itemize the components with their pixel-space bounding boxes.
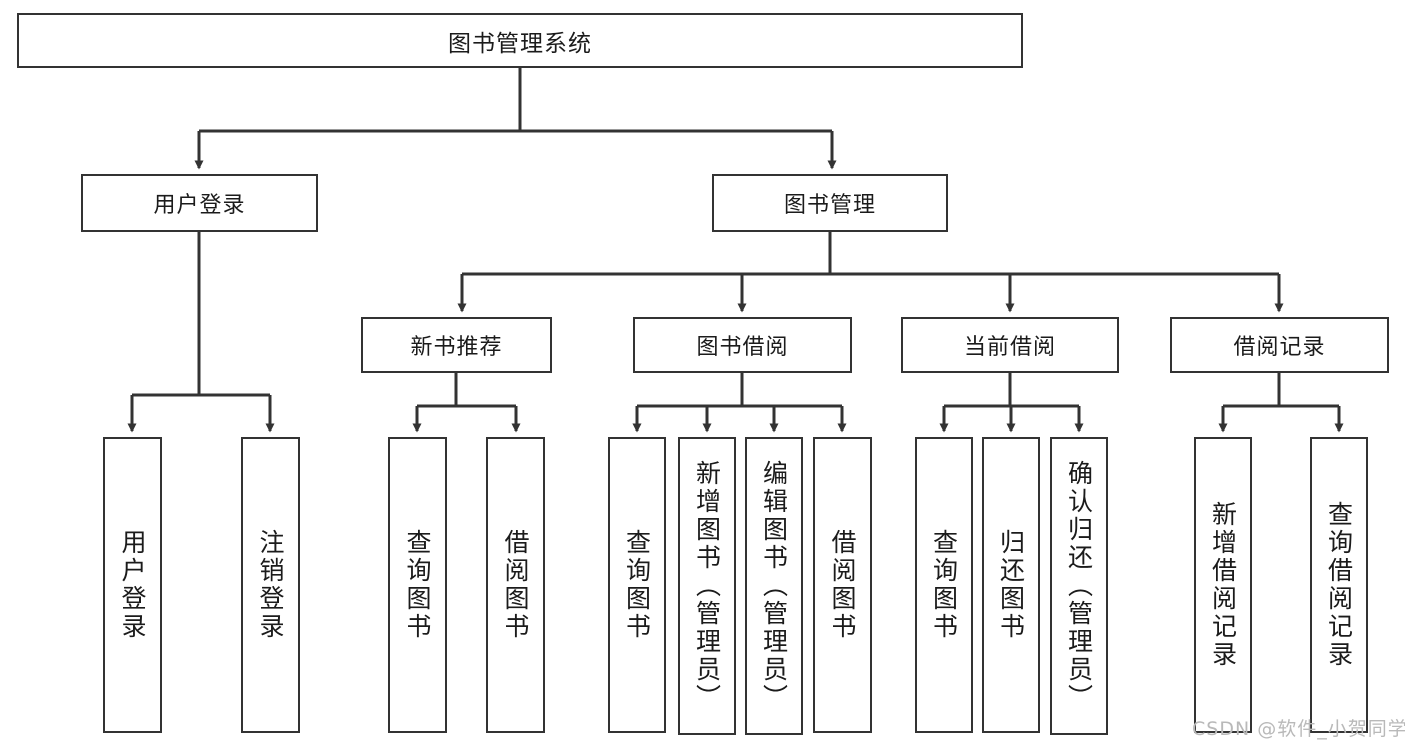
node-root-system[interactable]: 图书管理系统 bbox=[17, 13, 1023, 68]
leaf-edit-book-admin[interactable]: 编辑图书（管理员） bbox=[745, 437, 803, 735]
leaf-add-book-admin[interactable]: 新增图书（管理员） bbox=[678, 437, 736, 735]
leaf-confirm-return-admin-label: 确认归还（管理员） bbox=[1064, 460, 1094, 712]
node-borrow-record[interactable]: 借阅记录 bbox=[1170, 317, 1389, 373]
leaf-user-login[interactable]: 用户登录 bbox=[103, 437, 162, 733]
node-book-management-label: 图书管理 bbox=[783, 193, 876, 218]
node-root-label: 图书管理系统 bbox=[448, 30, 592, 57]
leaf-borrow-book-recommend-label: 借阅图书 bbox=[501, 529, 530, 641]
leaf-query-book-recommend-label: 查询图书 bbox=[403, 529, 432, 641]
leaf-logout-login-label: 注销登录 bbox=[256, 529, 285, 641]
leaf-add-book-admin-label: 新增图书（管理员） bbox=[692, 460, 722, 712]
leaf-query-book-current[interactable]: 查询图书 bbox=[915, 437, 973, 733]
node-user-login[interactable]: 用户登录 bbox=[81, 174, 318, 232]
node-borrow-record-label: 借阅记录 bbox=[1233, 335, 1326, 360]
leaf-borrow-book[interactable]: 借阅图书 bbox=[813, 437, 872, 733]
leaf-borrow-book-recommend[interactable]: 借阅图书 bbox=[486, 437, 545, 733]
node-new-book-recommend[interactable]: 新书推荐 bbox=[361, 317, 552, 373]
node-book-borrow[interactable]: 图书借阅 bbox=[633, 317, 852, 373]
leaf-edit-book-admin-label: 编辑图书（管理员） bbox=[759, 460, 789, 712]
leaf-return-book-label: 归还图书 bbox=[996, 529, 1026, 641]
leaf-query-book-borrow-label: 查询图书 bbox=[622, 529, 652, 641]
node-new-book-recommend-label: 新书推荐 bbox=[410, 335, 503, 360]
leaf-add-borrow-record[interactable]: 新增借阅记录 bbox=[1194, 437, 1252, 733]
leaf-query-book-current-label: 查询图书 bbox=[929, 529, 959, 641]
leaf-confirm-return-admin[interactable]: 确认归还（管理员） bbox=[1050, 437, 1108, 735]
node-current-borrow-label: 当前借阅 bbox=[963, 335, 1056, 360]
leaf-query-book-recommend[interactable]: 查询图书 bbox=[388, 437, 447, 733]
watermark-text: CSDN @软件_小贺同学 bbox=[1192, 718, 1405, 740]
node-user-login-label: 用户登录 bbox=[153, 193, 246, 218]
leaf-query-borrow-record-label: 查询借阅记录 bbox=[1324, 501, 1354, 669]
leaf-borrow-book-label: 借阅图书 bbox=[828, 529, 857, 641]
leaf-query-borrow-record[interactable]: 查询借阅记录 bbox=[1310, 437, 1368, 733]
leaf-query-book-borrow[interactable]: 查询图书 bbox=[608, 437, 666, 733]
node-current-borrow[interactable]: 当前借阅 bbox=[901, 317, 1119, 373]
node-book-management[interactable]: 图书管理 bbox=[712, 174, 948, 232]
leaf-return-book[interactable]: 归还图书 bbox=[982, 437, 1040, 733]
node-book-borrow-label: 图书借阅 bbox=[696, 335, 789, 360]
leaf-user-login-label: 用户登录 bbox=[118, 529, 147, 641]
leaf-add-borrow-record-label: 新增借阅记录 bbox=[1208, 501, 1238, 669]
leaf-logout-login[interactable]: 注销登录 bbox=[241, 437, 300, 733]
